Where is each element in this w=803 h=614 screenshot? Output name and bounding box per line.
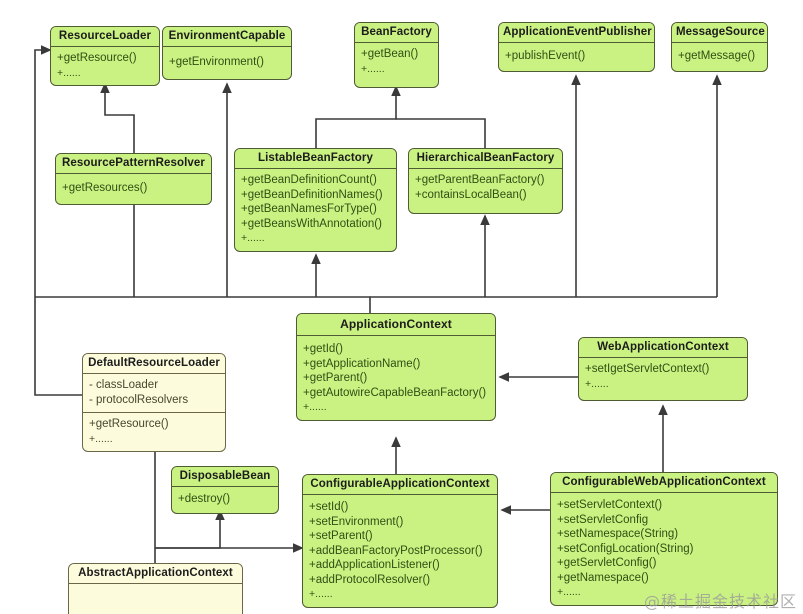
node-messagesource[interactable]: MessageSource +getMessage() [671,22,768,72]
node-title-webapplicationcontext: WebApplicationContext [579,338,747,358]
attribute-row: - classLoader [89,379,159,391]
node-title-environmentcapable: EnvironmentCapable [163,27,291,47]
node-methods-resourceloader: +getResource() +...... [51,47,159,85]
method-row: +getApplicationName() [303,357,421,370]
edge-rpr-to-resourceloader [100,82,135,153]
method-row: +setEnvironment() [309,515,404,528]
node-title-disposablebean: DisposableBean [172,467,278,487]
method-row: +getBeanNamesForType() [241,203,377,215]
node-listablebeanfactory[interactable]: ListableBeanFactory +getBeanDefinitionCo… [234,148,397,252]
method-row: +getResource() [89,418,169,430]
method-row: +getBeanDefinitionNames() [241,188,383,201]
edge-hbf-to-beanfactory [396,118,486,148]
node-title-configurableapplicationcontext: ConfigurableApplicationContext [303,475,497,495]
method-row: +...... [361,62,385,75]
method-row: +getResource() [57,52,137,64]
method-row: +getBeanDefinitionCount() [241,174,377,186]
node-methods-webapplicationcontext: +setIgetServletContext() +...... [579,358,747,400]
node-attributes-defaultresourceloader: - classLoader - protocolResolvers [83,374,225,412]
node-methods-beanfactory: +getBean() +...... [355,43,438,87]
node-methods-configurablewebapplicationcontext: +setServletContext() +setServletConfig +… [551,493,777,605]
node-methods-environmentcapable: +getEnvironment() [163,47,291,79]
method-row: +...... [89,432,113,445]
node-configurableapplicationcontext[interactable]: ConfigurableApplicationContext +setId() … [302,474,498,608]
method-row: +getEnvironment() [169,56,264,68]
method-row: +setIgetServletContext() [585,363,710,375]
method-row: +setServletContext() [557,499,663,511]
node-methods-hierarchicalbeanfactory: +getParentBeanFactory() +containsLocalBe… [409,169,562,213]
method-row: +getId() [303,343,343,355]
method-row: +addBeanFactoryPostProcessor() [309,544,483,557]
edge-defaultresourceloader-to-resourceloader [34,45,82,396]
node-abstractapplicationcontext[interactable]: AbstractApplicationContext [68,563,243,614]
edge-abstractappctx-to-disposablebean [155,509,225,549]
node-resourceloader[interactable]: ResourceLoader +getResource() +...... [50,26,160,86]
node-title-listablebeanfactory: ListableBeanFactory [235,149,396,169]
node-hierarchicalbeanfactory[interactable]: HierarchicalBeanFactory +getParentBeanFa… [408,148,563,214]
node-methods-resourcepatternresolver: +getResources() [56,174,211,204]
node-beanfactory[interactable]: BeanFactory +getBean() +...... [354,22,439,88]
method-row: +getBean() [361,48,419,60]
method-row: +getNamespace() [557,571,649,584]
node-title-configurablewebapplicationcontext: ConfigurableWebApplicationContext [551,473,777,493]
attribute-row: - protocolResolvers [89,393,189,406]
node-disposablebean[interactable]: DisposableBean +destroy() [171,466,279,514]
node-applicationeventpublisher[interactable]: ApplicationEventPublisher +publishEvent(… [498,22,655,72]
method-row: +getAutowireCapableBeanFactory() [303,386,487,399]
method-row: +setParent() [309,530,373,542]
method-row: +...... [309,588,333,600]
node-configurablewebapplicationcontext[interactable]: ConfigurableWebApplicationContext +setSe… [550,472,778,606]
edge-lbf-to-beanfactory [315,85,401,148]
node-environmentcapable[interactable]: EnvironmentCapable +getEnvironment() [162,26,292,80]
method-row: +...... [557,586,581,598]
method-row: +getServletConfig() [557,557,657,569]
node-methods-applicationeventpublisher: +publishEvent() [499,43,654,71]
node-title-beanfactory: BeanFactory [355,23,438,43]
method-row: +setNamespace(String) [557,528,679,540]
node-methods-applicationcontext: +getId() +getApplicationName() +getParen… [297,336,495,420]
node-applicationcontext[interactable]: ApplicationContext +getId() +getApplicat… [296,313,496,421]
node-methods-disposablebean: +destroy() [172,487,278,513]
node-methods-defaultresourceloader: +getResource() +...... [83,412,225,451]
method-row: +getResources() [62,182,148,194]
method-row: +addProtocolResolver() [309,573,431,586]
method-row: +getMessage() [678,50,756,62]
node-title-defaultresourceloader: DefaultResourceLoader [83,354,225,374]
method-row: +...... [303,401,327,413]
node-title-abstractapplicationcontext: AbstractApplicationContext [69,564,242,584]
node-methods-listablebeanfactory: +getBeanDefinitionCount() +getBeanDefini… [235,169,396,251]
method-row: +addApplicationListener() [309,559,440,571]
node-title-resourcepatternresolver: ResourcePatternResolver [56,154,211,174]
node-title-applicationeventpublisher: ApplicationEventPublisher [499,23,654,43]
node-methods-configurableapplicationcontext: +setId() +setEnvironment() +setParent() … [303,495,497,607]
method-row: +getBeansWithAnnotation() [241,217,382,230]
method-row: +setId() [309,501,349,513]
node-title-hierarchicalbeanfactory: HierarchicalBeanFactory [409,149,562,169]
method-row: +...... [57,66,81,79]
method-row: +publishEvent() [505,50,586,62]
edge-appctx-bus-left [35,296,371,313]
method-row: +getParent() [303,372,368,384]
node-methods-messagesource: +getMessage() [672,43,767,71]
node-methods-abstractapplicationcontext [69,584,242,614]
method-row: +...... [241,232,265,244]
node-title-applicationcontext: ApplicationContext [297,314,495,336]
method-row: +setConfigLocation(String) [557,542,694,555]
node-resourcepatternresolver[interactable]: ResourcePatternResolver +getResources() [55,153,212,205]
method-row: +getParentBeanFactory() [415,174,545,186]
method-row: +setServletConfig [557,513,649,526]
node-webapplicationcontext[interactable]: WebApplicationContext +setIgetServletCon… [578,337,748,401]
node-title-messagesource: MessageSource [672,23,767,43]
node-title-resourceloader: ResourceLoader [51,27,159,47]
node-defaultresourceloader[interactable]: DefaultResourceLoader - classLoader - pr… [82,353,226,452]
method-row: +...... [585,377,609,390]
method-row: +containsLocalBean() [415,188,527,201]
method-row: +destroy() [178,493,231,505]
